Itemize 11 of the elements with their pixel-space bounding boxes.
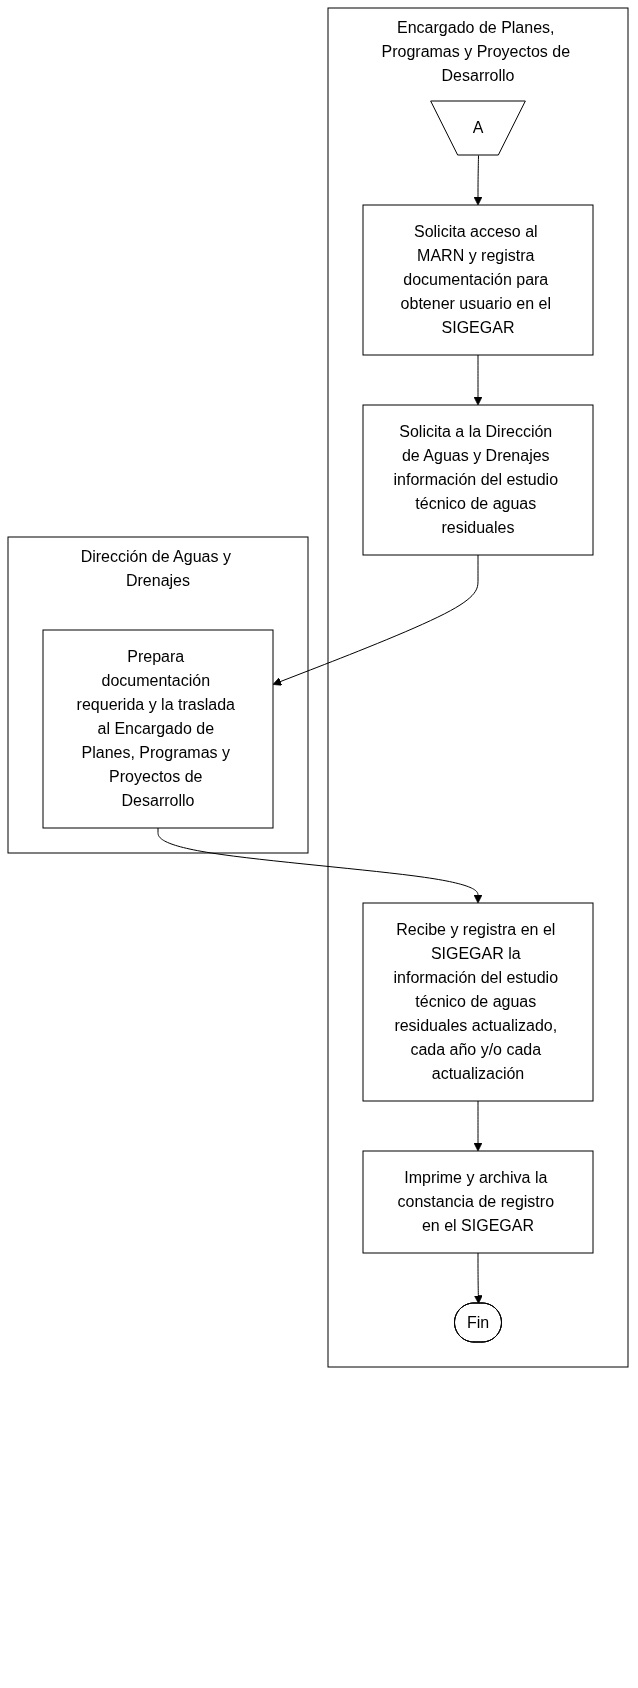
arrow — [473, 1100, 483, 1152]
arrow — [157, 827, 483, 904]
node-box: Solicita acceso al MARN y registra documentación para obtener usuario en el SIGEGAR — [362, 204, 594, 356]
arrow — [272, 554, 479, 686]
node-box: Imprime y archiva la constancia de registro en el SIGEGAR — [362, 1150, 594, 1254]
arrow — [473, 354, 483, 406]
node-box: Solicita a la Dirección de Aguas y Drenajes información del estudio técnico de aguas residuales — [362, 404, 594, 556]
node-box: Recibe y registra en el SIGEGAR la información del estudio técnico de aguas residuales actualizado, cada año y/o cada actualización — [362, 902, 594, 1102]
arrow — [473, 1252, 483, 1304]
arrow — [473, 155, 483, 206]
node-box: Prepara documentación requerida y la traslada al Encargado de Planes, Programas y Proyectos de Desarrollo — [42, 629, 274, 829]
